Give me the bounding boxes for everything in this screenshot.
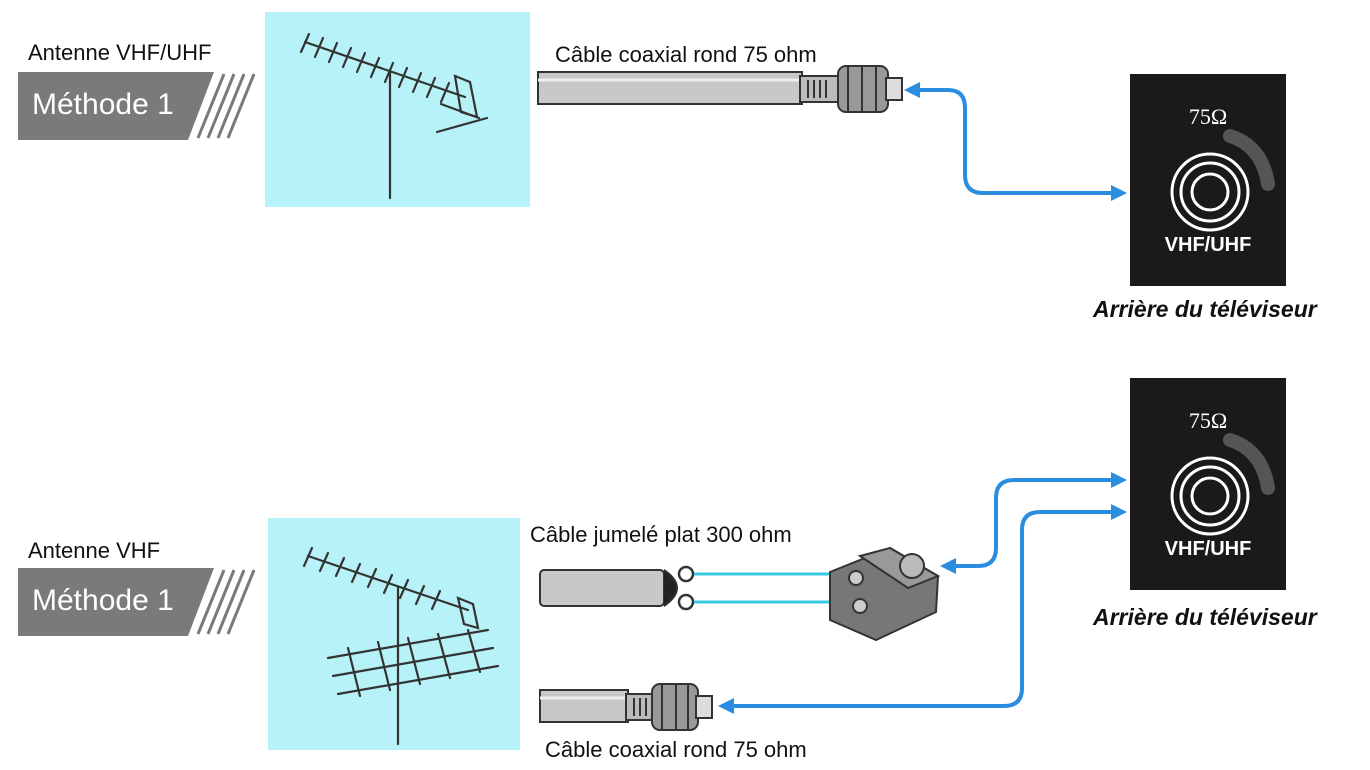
coax-cable-label-2: Câble coaxial rond 75 ohm: [545, 737, 807, 762]
twin-cable-label: Câble jumelé plat 300 ohm: [530, 522, 792, 547]
method-badge: Méthode 1: [18, 568, 258, 636]
coax-cable-2: [539, 689, 629, 723]
tv-rear-panel-1: 75Ω VHF/UHF: [1130, 74, 1286, 286]
badge-shape: [18, 568, 256, 636]
coax-cable-label: Câble coaxial rond 75 ohm: [555, 42, 817, 67]
method-badge: Méthode 1: [18, 72, 258, 140]
tv-rear-caption-2: Arrière du téléviseur: [1093, 604, 1317, 630]
coax-port-icon: [1170, 129, 1275, 232]
tv-rear-caption-1: Arrière du téléviseur: [1093, 296, 1317, 322]
panel-port-label: VHF/UHF: [1164, 538, 1252, 560]
coax-port-icon: [1170, 433, 1275, 536]
arrow-icon: [908, 88, 1117, 195]
antenna-icon: [299, 32, 489, 200]
panel-ohm-label: 75Ω: [1188, 408, 1228, 433]
balun-adapter-icon: [829, 546, 941, 642]
antenna-label-vhf: Antenne VHF: [28, 538, 161, 563]
coax-connector-icon: [799, 65, 903, 113]
twin-lead-cable: [539, 565, 848, 611]
tv-rear-panel-2: 75Ω VHF/UHF: [1130, 378, 1286, 590]
coax-cable-1: [537, 71, 803, 105]
antenna-illustration-uhf: [265, 12, 530, 207]
panel-ohm-label: 75Ω: [1188, 104, 1228, 129]
antenna-icon: [302, 546, 500, 746]
antenna-label-uhf: Antenne VHF/UHF: [28, 40, 212, 65]
method-badge-label: Méthode 1: [32, 584, 174, 617]
antenna-illustration-vhf: [268, 518, 520, 750]
arrow-icon: [728, 478, 1117, 708]
method-badge-label: Méthode 1: [32, 88, 174, 121]
coax-connector-icon: [625, 683, 713, 731]
panel-port-label: VHF/UHF: [1164, 234, 1252, 256]
badge-shape: [18, 72, 256, 140]
